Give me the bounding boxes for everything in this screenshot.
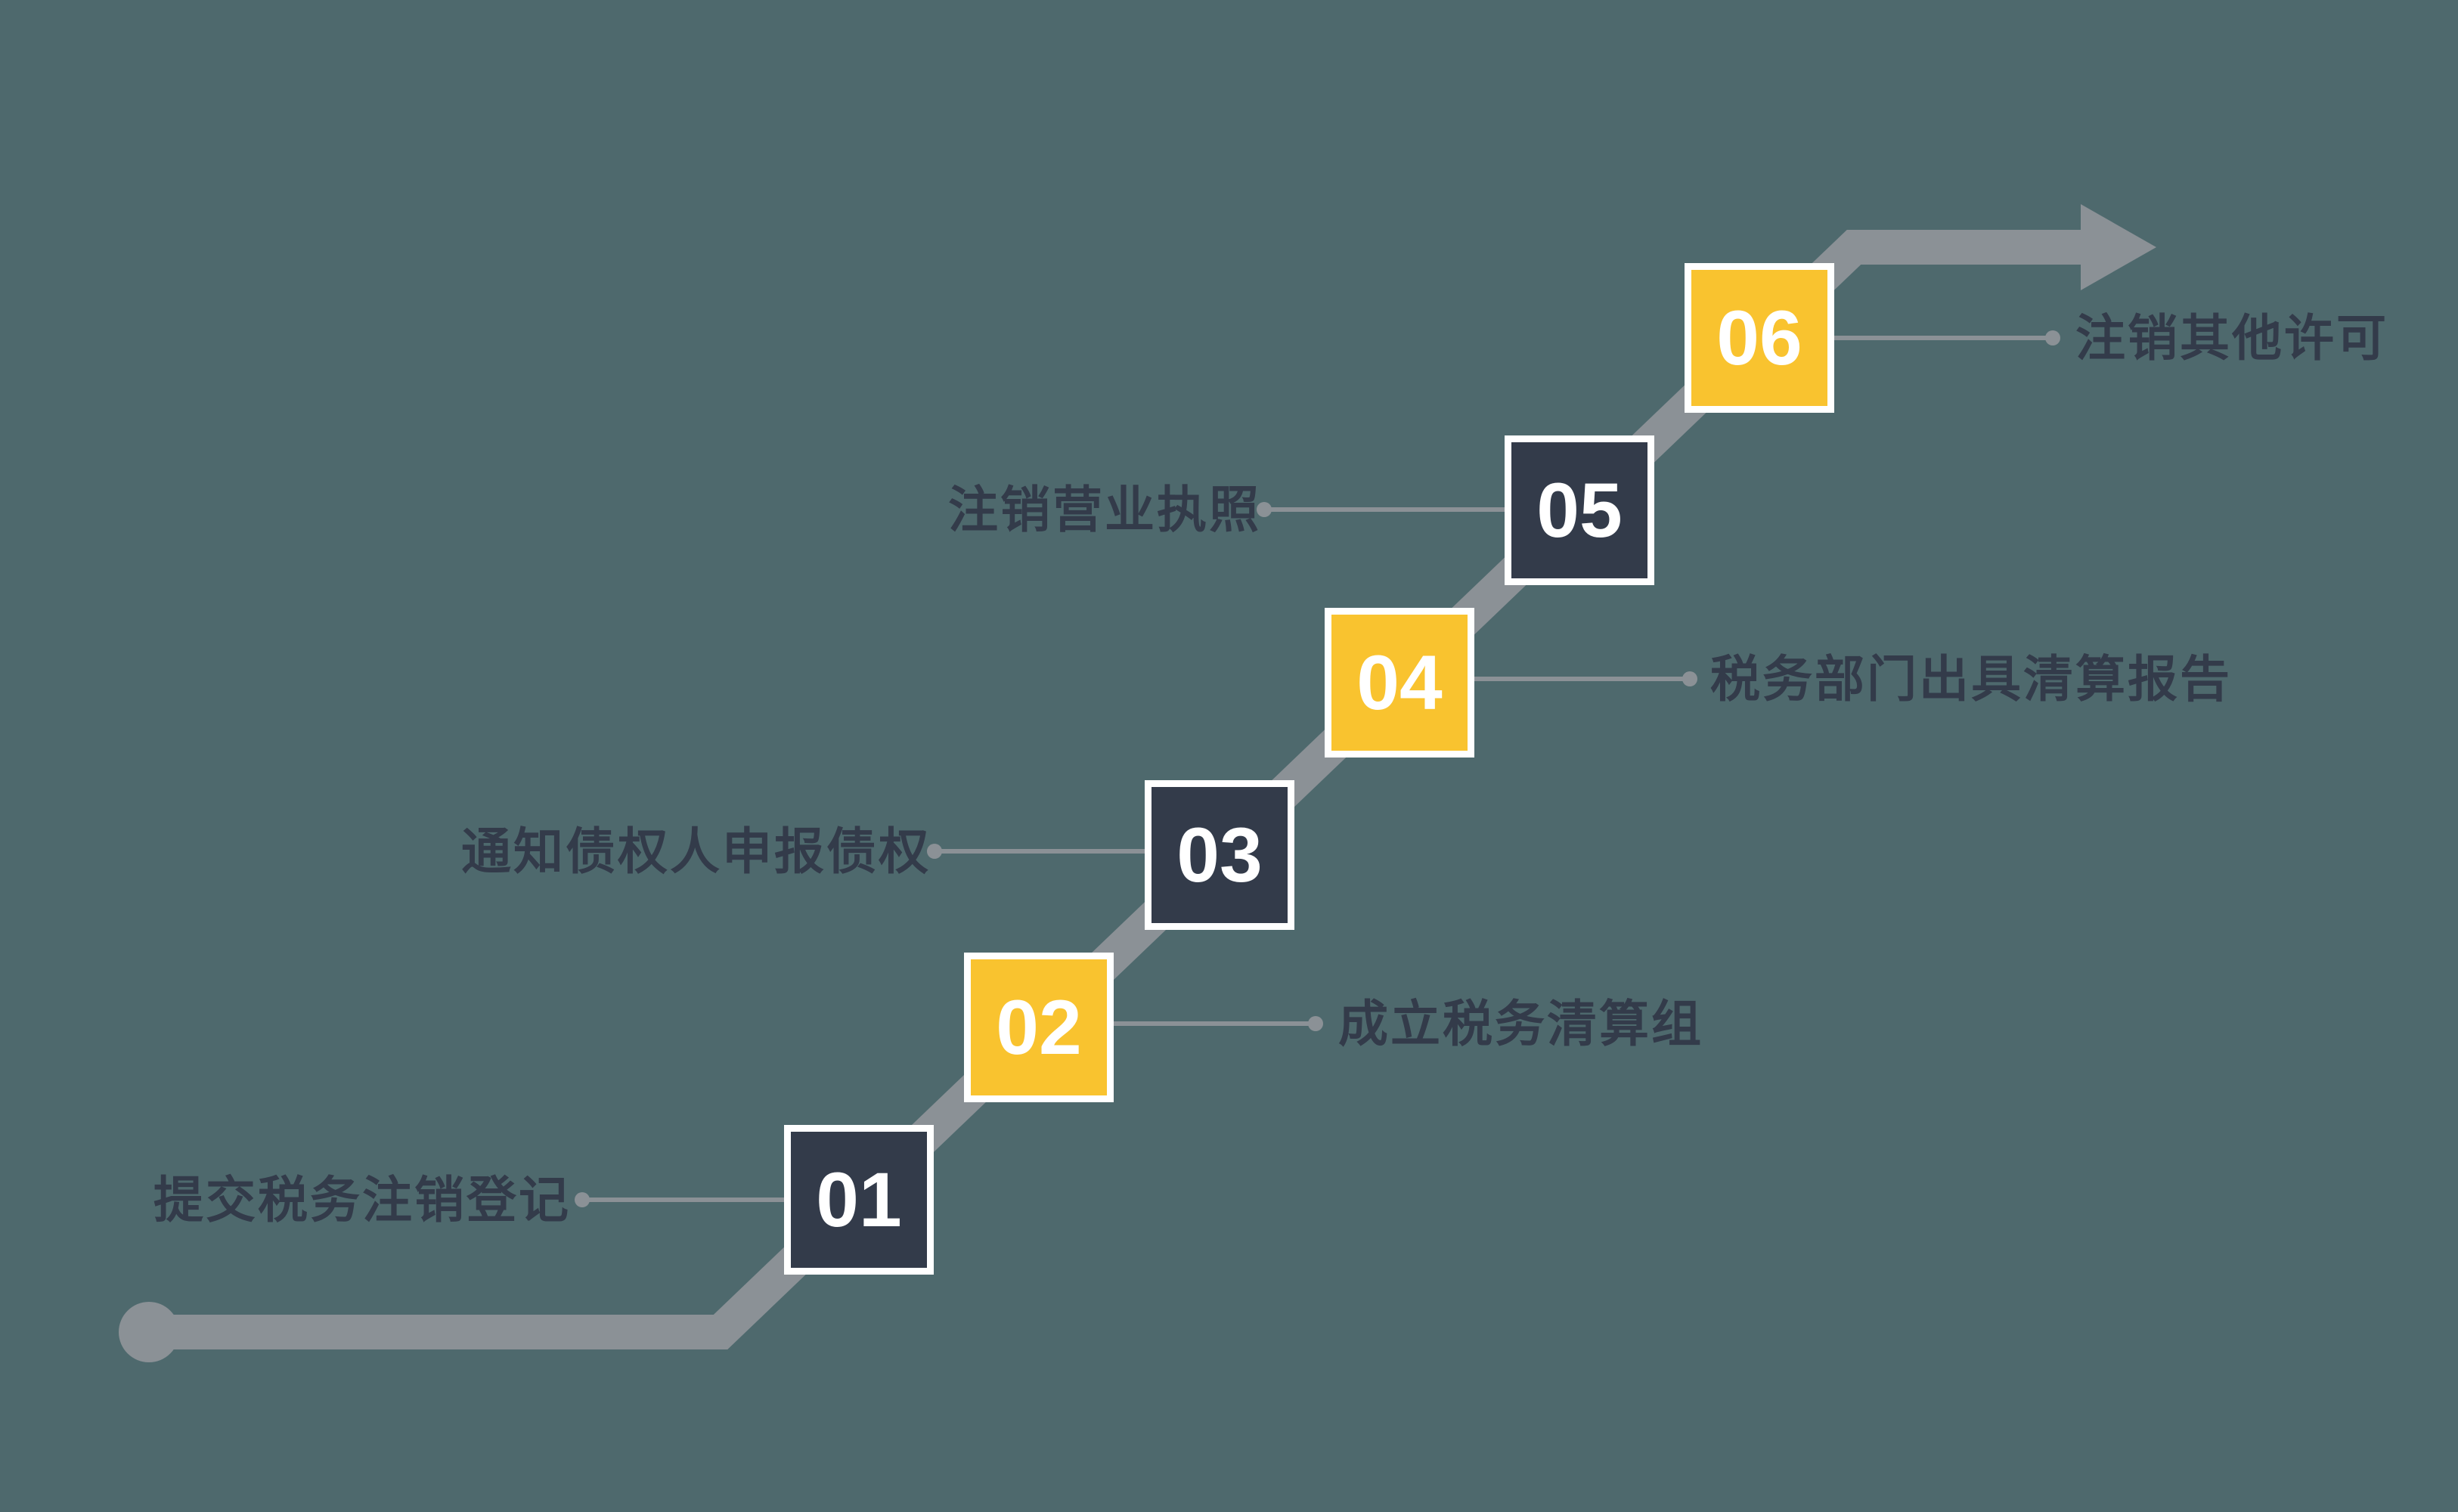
step-number-02: 02 (996, 984, 1082, 1070)
step-box-01: 01 (784, 1125, 934, 1275)
connector-line-01 (582, 1198, 784, 1202)
connector-dot-01 (575, 1192, 590, 1207)
step-box-06: 06 (1685, 263, 1834, 413)
connector-dot-02 (1308, 1016, 1323, 1031)
connector-dot-06 (2045, 330, 2060, 345)
step-number-04: 04 (1356, 639, 1443, 726)
step-box-05: 05 (1505, 435, 1654, 585)
step-box-04: 04 (1325, 608, 1474, 758)
step-number-06: 06 (1716, 294, 1802, 381)
step-box-02: 02 (964, 953, 1114, 1102)
connector-line-05 (1264, 507, 1505, 512)
step-number-01: 01 (816, 1156, 902, 1243)
step-label-05: 注销营业执照 (948, 482, 1261, 538)
connector-dot-03 (927, 844, 942, 859)
step-label-03: 通知债权人申报债权 (461, 823, 931, 879)
connector-line-04 (1474, 677, 1690, 681)
path-start-dot (119, 1302, 179, 1362)
connector-line-02 (1114, 1021, 1316, 1026)
step-label-06: 注销其他许可 (2075, 310, 2388, 366)
step-box-03: 03 (1145, 780, 1294, 930)
step-label-01: 提交税务注销登记 (153, 1172, 571, 1228)
connector-dot-04 (1682, 671, 1697, 686)
step-label-02: 成立税务清算组 (1338, 996, 1703, 1052)
connector-line-06 (1834, 336, 2053, 340)
connector-line-03 (935, 849, 1145, 854)
connector-dot-05 (1257, 502, 1272, 517)
step-number-03: 03 (1176, 811, 1263, 898)
path-arrowhead-icon (2081, 204, 2156, 290)
step-label-04: 税务部门出具清算报告 (1710, 651, 2232, 707)
step-number-05: 05 (1536, 466, 1623, 553)
